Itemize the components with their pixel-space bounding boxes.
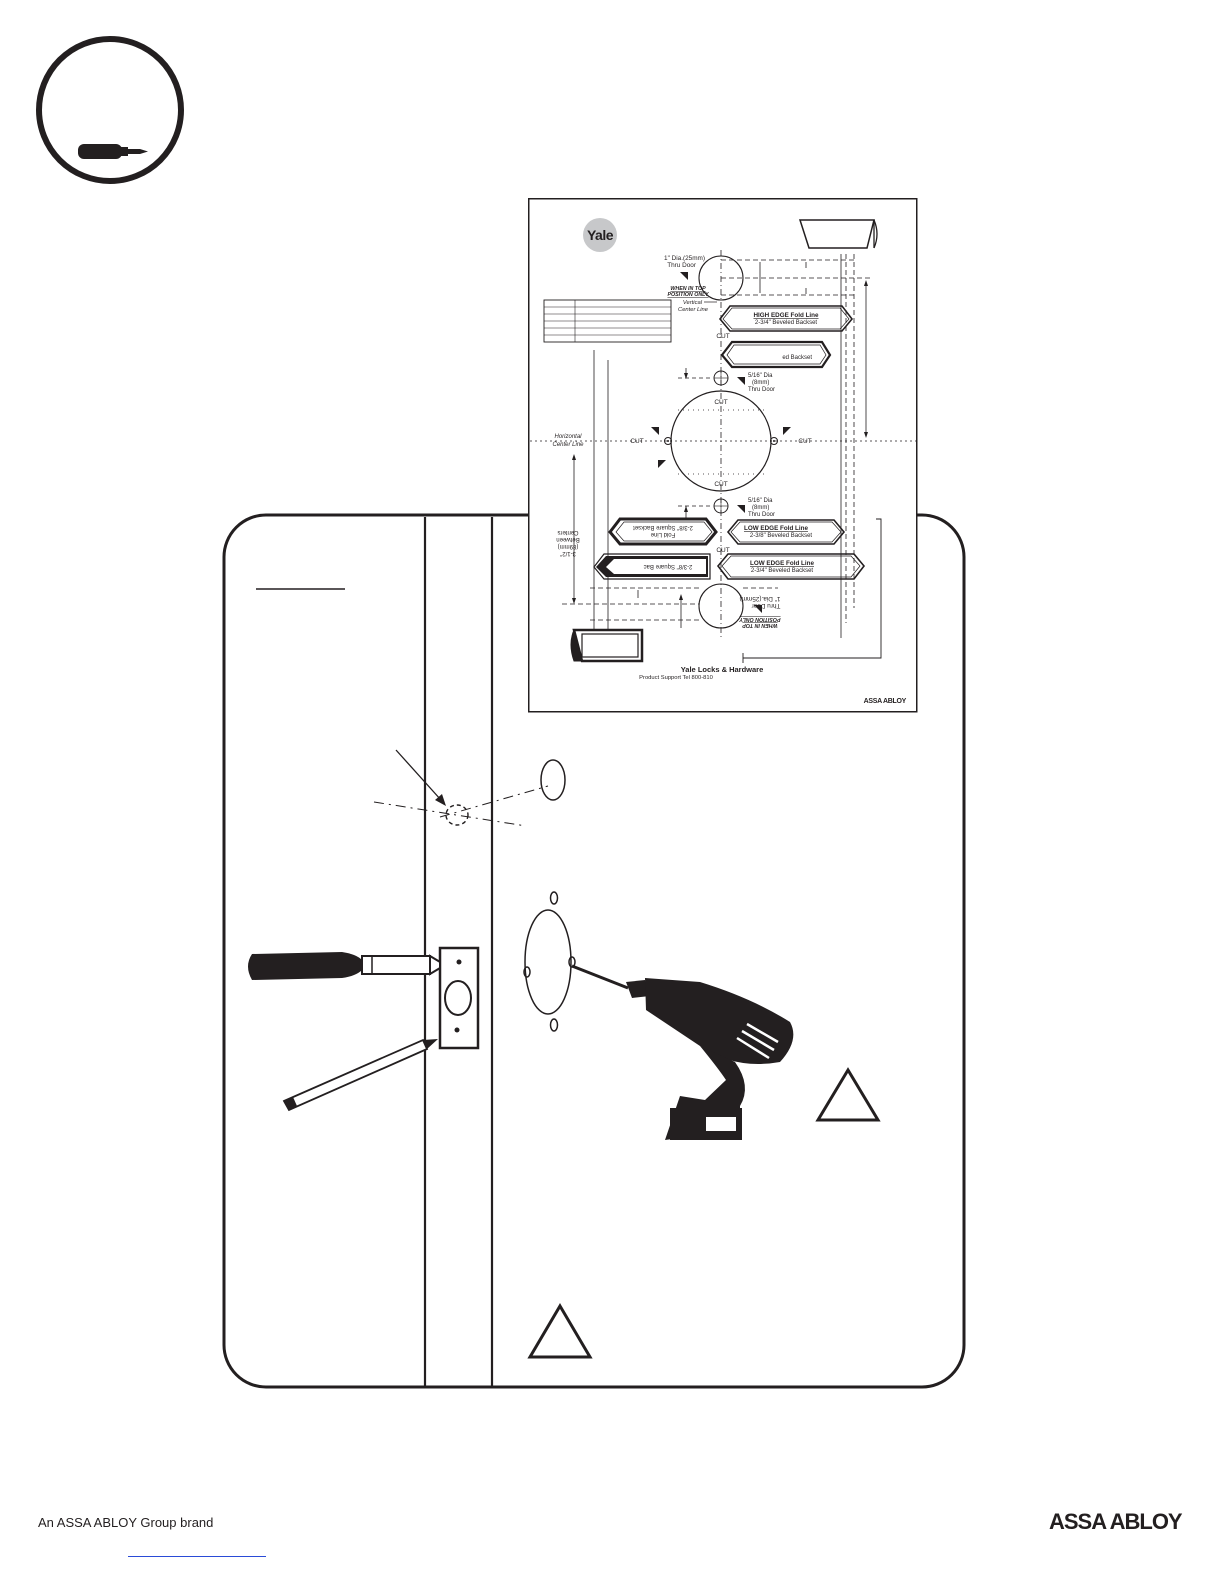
- yale-logo-text: Yale: [587, 227, 614, 243]
- low-edge-2-title: LOW EDGE Fold Line: [750, 560, 815, 567]
- centers-label-1: 3-1/2": [560, 550, 576, 556]
- screwdriver-icon: [78, 144, 148, 159]
- step-badge: [36, 36, 184, 184]
- drilling-template: Yale 1" Dia.(25mm) Thru Door WHEN IN TOP…: [528, 198, 918, 713]
- lower-small-hole-thru: Thru Door: [748, 512, 775, 518]
- horizontal-center-label-2: Center Line: [552, 442, 584, 448]
- footer-assa-abloy-logo: ASSA ABLOY: [1049, 1509, 1183, 1534]
- company-name: Yale Locks & Hardware: [681, 665, 764, 674]
- chisel-icon: [248, 952, 441, 980]
- square-backset-1-title: Fold Line: [650, 531, 675, 537]
- lower-small-hole-dia: 5/16" Dia: [748, 498, 773, 504]
- horizontal-center-label-1: Horizontal: [554, 434, 582, 440]
- bottom-hole-note-2: POSITION ONLY: [739, 616, 781, 622]
- high-edge-title: HIGH EDGE Fold Line: [753, 312, 819, 319]
- template-brand-logo: ASSA ABLOY: [864, 698, 907, 705]
- upper-small-hole-dia: 5/16" Dia: [748, 373, 773, 379]
- cut-label-3: CUT: [714, 481, 727, 488]
- low-edge-1-sub: 2-3/8" Beveled Backset: [750, 533, 812, 539]
- top-hole-dia: 1" Dia.(25mm): [664, 255, 705, 262]
- vertical-center-label-1: Vertical: [683, 300, 703, 306]
- cut-label-2: CUT: [714, 399, 727, 406]
- centers-label-3: Between: [556, 536, 579, 542]
- low-edge-2-sub: 2-3/4" Beveled Backset: [751, 568, 813, 574]
- partial-backset-label: ed Backset: [782, 355, 812, 361]
- lower-small-hole-mm: (8mm): [752, 505, 769, 511]
- yale-logo: [583, 218, 617, 252]
- product-support: Product Support Tel 800-810: [639, 675, 713, 681]
- upper-small-hole-mm: (8mm): [752, 380, 769, 386]
- backset-table: [543, 299, 672, 343]
- pencil-icon: [282, 1038, 438, 1112]
- marking-lines: [373, 749, 566, 827]
- vertical-center-label-2: Center Line: [678, 307, 709, 313]
- top-hole-note-2: POSITION ONLY: [667, 292, 709, 298]
- bottom-hole-thru: Thru Door: [751, 602, 781, 609]
- top-hole-note-1: WHEN IN TOP: [670, 286, 706, 292]
- footer-link[interactable]: [128, 1556, 266, 1557]
- cut-label-6: CUT: [716, 547, 729, 554]
- bottom-hole-dia: 1" Dia.(25mm): [740, 595, 781, 602]
- cut-label-1: CUT: [716, 333, 729, 340]
- warning-triangle-icon: [815, 1067, 881, 1122]
- centers-label-4: Centers: [557, 529, 578, 535]
- square-backset-1-sub: 2-3/8" Square Backset: [633, 524, 693, 530]
- footer-brand-line: An ASSA ABLOY Group brand: [38, 1515, 214, 1530]
- drill-icon: [571, 964, 794, 1140]
- centers-label-2: (89mm): [558, 543, 579, 549]
- square-backset-2-title: 2-3/8" Square Bac: [644, 563, 693, 569]
- low-edge-1-title: LOW EDGE Fold Line: [744, 525, 809, 532]
- latch-faceplate: [438, 946, 480, 1050]
- cut-label-4: CUT: [630, 438, 643, 445]
- upper-small-hole-thru: Thru Door: [748, 387, 775, 393]
- warning-triangle-icon: [527, 1303, 593, 1359]
- bore-hole-outline: [523, 891, 576, 1032]
- top-hole-thru: Thru Door: [667, 262, 697, 269]
- bottom-hole-note-1: WHEN IN TOP: [742, 622, 778, 628]
- high-edge-sub: 2-3/4" Beveled Backset: [755, 320, 817, 326]
- cut-label-5: CUT: [798, 438, 811, 445]
